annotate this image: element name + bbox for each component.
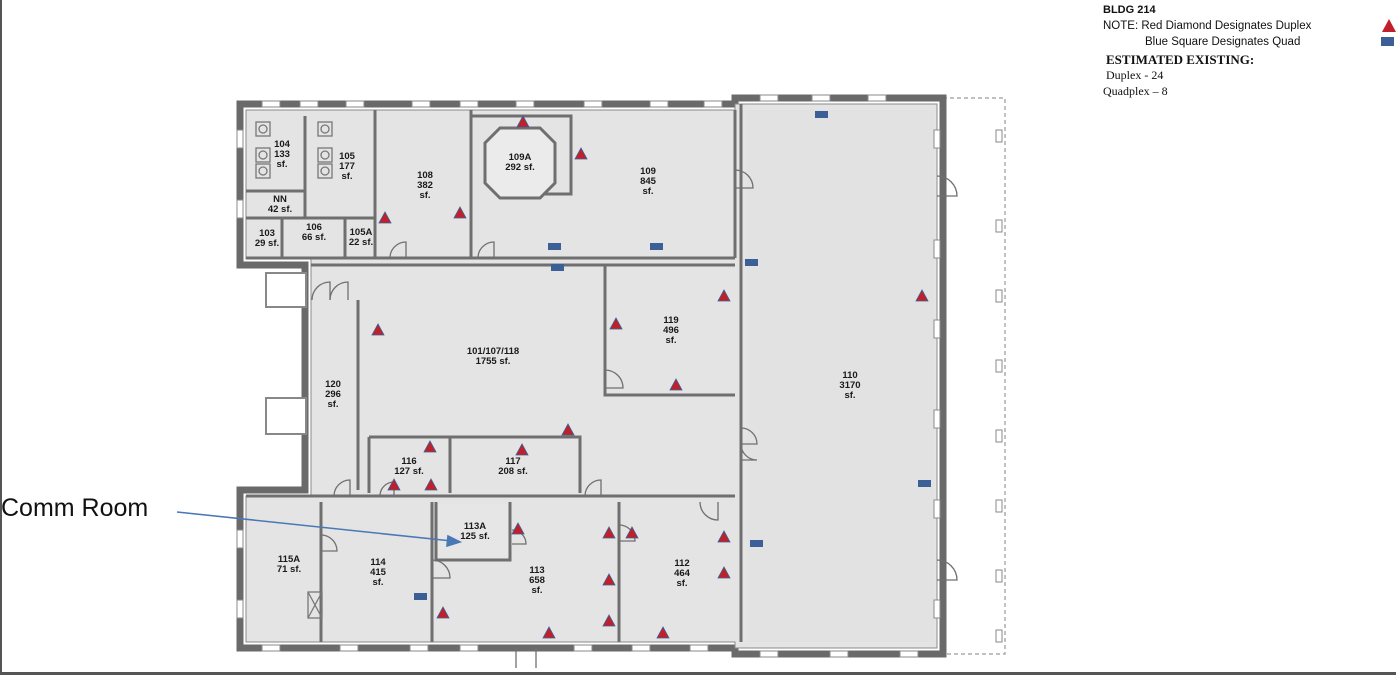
duplex-marker xyxy=(453,206,467,219)
room-fills xyxy=(438,110,934,642)
legend-building: BLDG 214 xyxy=(1103,4,1156,16)
duplex-marker xyxy=(561,423,575,436)
legend-note-duplex: NOTE: Red Diamond Designates Duplex xyxy=(1103,20,1312,32)
quad-marker xyxy=(548,243,561,250)
interior-walls xyxy=(246,104,743,642)
duplex-marker xyxy=(387,478,401,491)
duplex-marker xyxy=(371,323,385,336)
comm-room-callout-label: Comm Room xyxy=(1,494,149,522)
comm-room-arrow xyxy=(176,511,463,548)
left-edge-rule xyxy=(0,0,2,675)
legend-estimated-title: ESTIMATED EXISTING: xyxy=(1106,52,1255,67)
duplex-marker xyxy=(574,147,588,160)
legend-quad-square-icon xyxy=(1381,37,1394,46)
quad-marker xyxy=(551,264,564,271)
bottom-edge-rule xyxy=(0,672,1396,675)
duplex-marker xyxy=(625,526,639,539)
window-marks xyxy=(236,94,1003,658)
legend-duplex-triangle-icon xyxy=(1382,19,1396,32)
duplex-marker xyxy=(669,378,683,391)
legend-duplex-count: Duplex - 24 xyxy=(1106,68,1164,82)
quad-marker xyxy=(650,243,663,250)
duplex-marker xyxy=(656,626,670,639)
duplex-marker xyxy=(542,626,556,639)
entry-stub-upper xyxy=(265,272,307,308)
duplex-marker xyxy=(378,211,392,224)
duplex-marker xyxy=(511,522,525,535)
duplex-marker xyxy=(915,289,929,302)
duplex-marker xyxy=(717,530,731,543)
quad-marker xyxy=(745,259,758,266)
legend-quad-count: Quadplex – 8 xyxy=(1103,84,1168,98)
duplex-marker xyxy=(717,566,731,579)
room-109a-outline xyxy=(483,126,557,200)
porch-outline xyxy=(942,97,1006,655)
quad-marker xyxy=(918,480,931,487)
legend-note-quad: Blue Square Designates Quad xyxy=(1145,36,1301,48)
restroom-fixtures xyxy=(255,121,333,619)
duplex-marker xyxy=(515,443,529,456)
duplex-markers xyxy=(371,115,929,639)
duplex-marker xyxy=(423,440,437,453)
duplex-marker xyxy=(602,614,616,627)
duplex-marker xyxy=(602,526,616,539)
duplex-marker xyxy=(717,289,731,302)
duplex-marker xyxy=(436,606,450,619)
quad-markers xyxy=(414,111,931,600)
quad-marker xyxy=(414,593,427,600)
duplex-marker xyxy=(516,115,530,128)
quad-marker xyxy=(750,540,763,547)
duplex-marker xyxy=(424,478,438,491)
quad-marker xyxy=(815,111,828,118)
entry-stub-lower xyxy=(265,397,307,435)
duplex-marker xyxy=(609,317,623,330)
duplex-marker xyxy=(602,573,616,586)
